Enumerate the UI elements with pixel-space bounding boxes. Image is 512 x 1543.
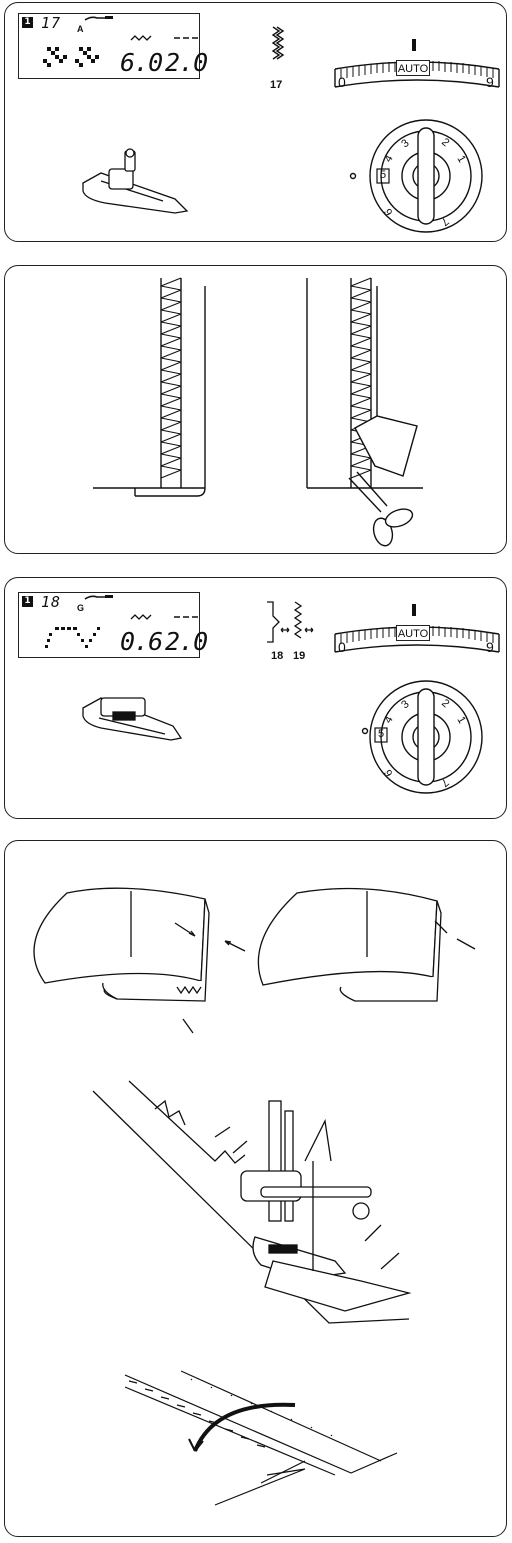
- pattern-selector-dial: [349, 119, 483, 233]
- svg-text:3: 3: [399, 137, 411, 150]
- dial-indicator-mark: [412, 39, 416, 51]
- panel-blind-hem-procedure: [4, 840, 507, 1537]
- pattern-selector-dial: [361, 680, 483, 794]
- panel-overcast-fabric-illustration: [4, 265, 507, 554]
- overcast-stitch-symbol-icon: [271, 26, 285, 60]
- dial-max-label: 9: [486, 639, 494, 655]
- dial-min-label: 0: [338, 74, 346, 90]
- stitch-preview-icon: [45, 627, 100, 648]
- lcd-icons: [43, 16, 198, 67]
- stitch-number-label-18: 18: [271, 650, 284, 662]
- panel1-drawing: 3 4 2 1 6 7: [82, 26, 500, 233]
- panel-overcast-stitch-setting: 1 17 A 6.0 2.0: [4, 2, 507, 242]
- stitch-preview-icon: [43, 47, 99, 67]
- zigzag-foot-icon: [82, 148, 189, 214]
- svg-text:1: 1: [454, 154, 467, 165]
- svg-text:6: 6: [382, 206, 395, 217]
- blind-stitch-symbols-icon: [267, 601, 314, 643]
- presser-foot-letter: A: [77, 24, 84, 34]
- svg-text:2: 2: [439, 697, 451, 710]
- width-icon: [130, 614, 152, 620]
- svg-text:7: 7: [438, 215, 450, 228]
- blind-hem-foot-icon: [82, 697, 183, 741]
- presser-foot-letter: G: [77, 603, 85, 613]
- svg-text:1: 1: [454, 715, 467, 726]
- panel4-drawing: [33, 887, 476, 1506]
- stitch-length-value: 2.0: [165, 627, 208, 656]
- svg-text:7: 7: [438, 776, 450, 789]
- memory-indicator: 1: [22, 596, 33, 607]
- folded-fabric-left: [33, 887, 206, 984]
- pattern-number: 18: [41, 593, 62, 611]
- svg-text:4: 4: [382, 153, 395, 164]
- auto-label: AUTO: [396, 625, 430, 641]
- scissors-icon: [348, 471, 414, 547]
- presser-foot-sewing-illustration: [92, 1080, 412, 1324]
- lcd-icons: [45, 595, 198, 648]
- stitch-number-label-19: 19: [293, 650, 306, 662]
- panel3-drawing: 3 4 2 1 6 7: [82, 601, 500, 794]
- folded-fabric-right: [257, 887, 438, 986]
- pattern-number: 17: [41, 14, 62, 32]
- svg-text:6: 6: [382, 767, 395, 778]
- svg-text:4: 4: [382, 714, 395, 725]
- width-icon: [130, 35, 152, 41]
- stitch-number-label: 17: [270, 79, 283, 91]
- memory-indicator: 1: [22, 17, 33, 28]
- lcd-display: 1 18 G 0.6 2.0: [18, 592, 208, 658]
- dial-max-label: 9: [486, 74, 494, 90]
- tension-value-label: 5: [378, 728, 385, 740]
- panel2-drawing: [93, 277, 423, 547]
- auto-label: AUTO: [396, 60, 430, 76]
- tension-value-label: 5: [380, 169, 387, 181]
- dial-min-label: 0: [338, 639, 346, 655]
- svg-text:2: 2: [439, 136, 451, 149]
- trimmed-fabric-strip: [354, 415, 418, 477]
- stitch-width-value: 6.0: [120, 48, 163, 77]
- panel-blind-stitch-setting: 1 18 G 0.6 2.0: [4, 577, 507, 819]
- overcast-stitches: [160, 277, 372, 479]
- tension-dial-scale: [334, 604, 500, 653]
- stitch-length-value: 2.0: [165, 48, 208, 77]
- svg-text:3: 3: [399, 698, 411, 711]
- dial-indicator-mark: [412, 604, 416, 616]
- stitch-width-value: 0.6: [120, 627, 163, 656]
- finished-hem-illustration: [124, 1370, 398, 1506]
- lcd-display: 1 17 A 6.0 2.0: [18, 13, 208, 79]
